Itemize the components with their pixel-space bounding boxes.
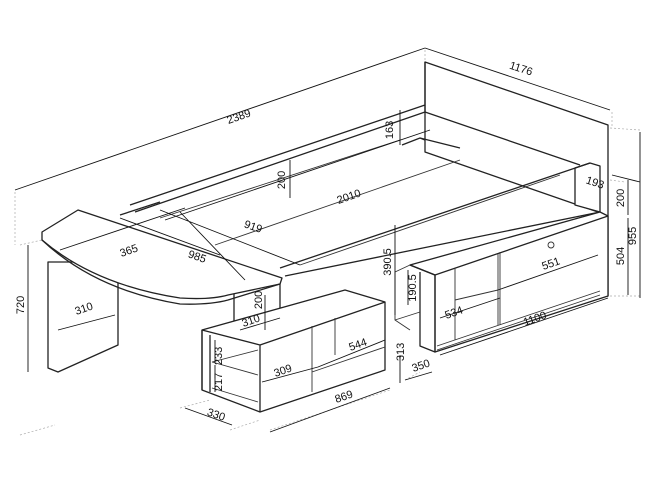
dim-desk-support-width: 310	[240, 313, 261, 330]
dim-shelf-unit-length: 869	[333, 389, 354, 406]
dim-drawer-width: 309	[272, 363, 293, 380]
dim-headboard-height: 163	[384, 121, 396, 139]
bed-frame	[129, 61, 609, 299]
dim-open-shelf-width: 534	[443, 305, 464, 322]
dim-desk-support-height: 200	[253, 291, 265, 309]
dimension-labels: 2389 1176 163 200 2010 919 365 985 720 3…	[15, 60, 639, 424]
dim-shelf-unit-inner: 544	[347, 337, 368, 354]
dim-overall-depth: 1176	[508, 60, 534, 79]
dim-under-bed-height: 390.5	[382, 248, 394, 276]
extension-lines	[14, 50, 641, 436]
dim-desk-depth: 365	[118, 243, 139, 260]
dim-backrest-depth: 193	[584, 175, 605, 192]
dim-shelf-upper-height: 233	[213, 347, 225, 365]
dim-overall-height: 955	[627, 227, 639, 245]
dim-cabinet-depth: 350	[410, 358, 431, 375]
dim-mattress-length: 2010	[335, 188, 362, 207]
storage-cabinet	[394, 211, 609, 353]
dim-shelf-unit-depth: 330	[205, 407, 226, 424]
dim-niche-height: 190.5	[407, 274, 419, 302]
dim-desk-leg-width: 310	[73, 301, 94, 318]
lock-icon	[547, 241, 555, 249]
dim-floor-clearance: 313	[395, 343, 407, 361]
dim-desk-height: 720	[15, 296, 27, 314]
dim-cabinet-height: 504	[615, 247, 627, 265]
dim-overall-length: 2389	[225, 108, 252, 127]
dim-rail-height: 200	[276, 171, 288, 189]
dim-shelf-lower-height: 217	[213, 373, 225, 391]
dim-sliding-door-width: 551	[540, 256, 561, 273]
dim-desk-span: 919	[242, 219, 263, 236]
dim-backrest-height: 200	[615, 189, 627, 207]
dim-desk-length: 985	[186, 249, 207, 266]
shelf-unit	[201, 289, 386, 413]
dimension-lines	[14, 47, 641, 433]
